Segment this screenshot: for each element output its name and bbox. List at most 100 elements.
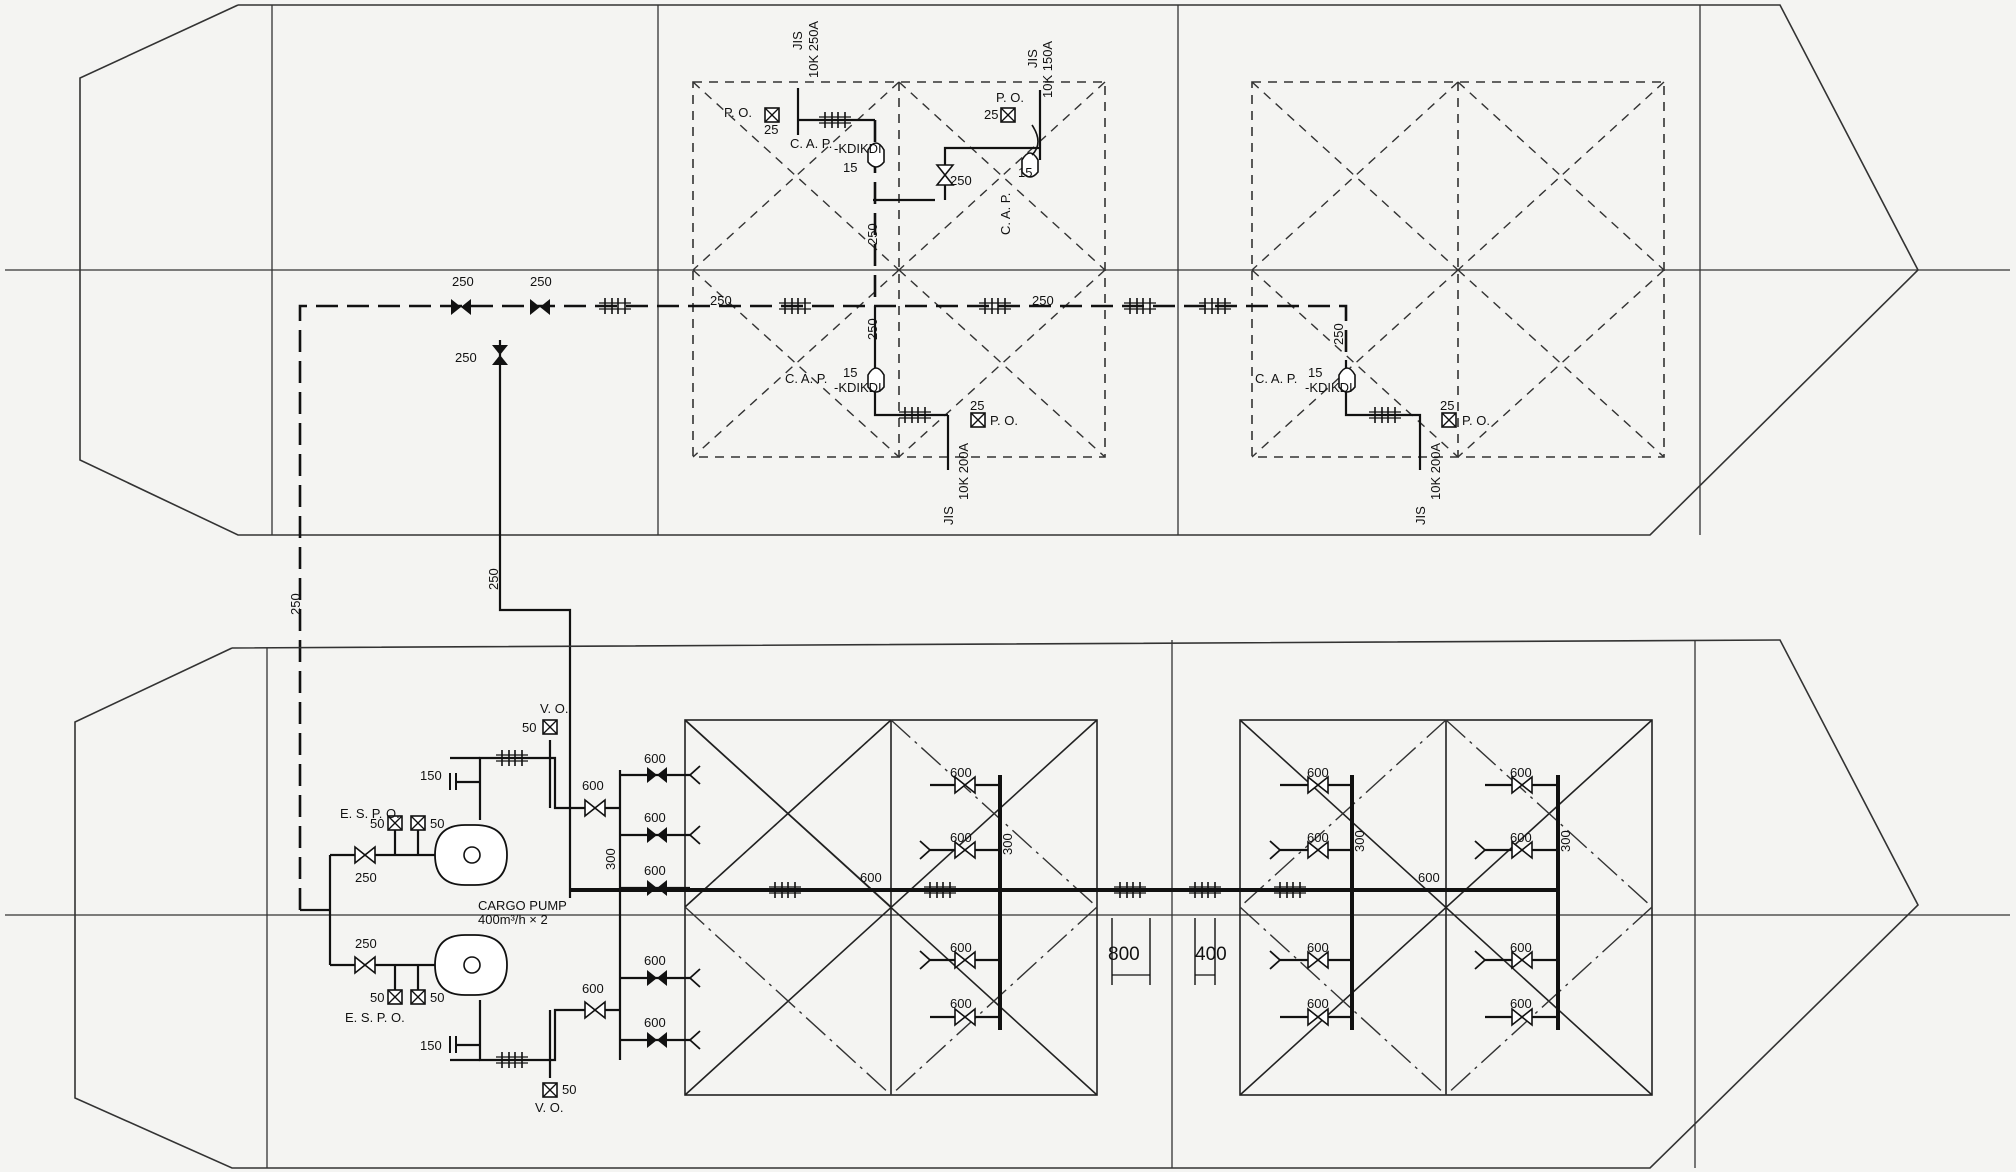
size-label: 50 xyxy=(430,816,444,831)
size-label: 15 xyxy=(843,365,857,380)
size-label: 600 xyxy=(860,870,882,885)
size-label: 50 xyxy=(430,990,444,1005)
blind-flange-150 xyxy=(449,1036,480,1053)
size-label: 50 xyxy=(522,720,536,735)
po-label: P. O. xyxy=(996,90,1024,105)
size-label: 600 xyxy=(582,981,604,996)
po-box xyxy=(970,412,986,428)
size-label: 300 xyxy=(1352,830,1367,852)
size-label: 250 xyxy=(486,568,501,590)
suction-bellmouth xyxy=(689,968,701,988)
size-label: 250 xyxy=(1032,293,1054,308)
suction-bellmouth xyxy=(689,825,701,845)
valve-branch xyxy=(647,767,667,783)
valve-upper-1 xyxy=(451,299,471,315)
jis-spec: 10K 250A xyxy=(806,21,821,78)
suction-bellmouth xyxy=(1269,840,1281,860)
valve-upper-2 xyxy=(530,299,550,315)
suction-bellmouth xyxy=(1269,950,1281,970)
size-label: 600 xyxy=(1510,765,1532,780)
cap-label: C. A. P. xyxy=(998,193,1013,235)
lower-hull xyxy=(5,639,2010,1169)
cargo-pump-2 xyxy=(434,934,508,996)
cap-label: C. A. P. xyxy=(790,136,832,151)
po-box xyxy=(1000,107,1016,123)
valve-hold-2 xyxy=(1307,1008,1329,1026)
size-label: 250 xyxy=(355,870,377,885)
size-label: 600 xyxy=(950,940,972,955)
cap-symbol: -KDIKDI xyxy=(1305,380,1353,395)
jis-label: JIS xyxy=(941,506,956,525)
suction-bellmouth xyxy=(1474,840,1486,860)
suction-bellmouth xyxy=(689,765,701,785)
size-label: 600 xyxy=(1307,996,1329,1011)
suction-bellmouth xyxy=(1474,950,1486,970)
valve-discharge-2 xyxy=(584,1001,606,1019)
size-label: 15 xyxy=(1018,165,1032,180)
upper-hatch-2 xyxy=(1251,81,1665,458)
cap-vent-4 xyxy=(1021,124,1039,178)
size-label: 600 xyxy=(1307,940,1329,955)
valve-pump-suction-2 xyxy=(354,956,376,974)
size-label: 150 xyxy=(420,768,442,783)
size-label: 300 xyxy=(603,848,618,870)
po-box xyxy=(410,815,426,831)
size-label: 250 xyxy=(355,936,377,951)
size-label: 600 xyxy=(1307,765,1329,780)
po-label: P. O. xyxy=(990,413,1018,428)
cap-symbol: -KDIKDI xyxy=(834,380,882,395)
size-label: 600 xyxy=(950,765,972,780)
size-label: 600 xyxy=(582,778,604,793)
suction-bellmouth xyxy=(919,840,931,860)
lower-hatch-1 xyxy=(684,719,1098,1096)
size-label: 250 xyxy=(865,318,880,340)
size-label: 600 xyxy=(644,751,666,766)
vo-label: V. O. xyxy=(540,701,568,716)
size-label: 600 xyxy=(1510,940,1532,955)
valve-upper-3 xyxy=(492,345,508,365)
valve-branch xyxy=(647,827,667,843)
size-label: 600 xyxy=(1418,870,1440,885)
size-label: 600 xyxy=(1307,830,1329,845)
cap-label: C. A. P. xyxy=(1255,371,1297,386)
size-label: 600 xyxy=(950,830,972,845)
size-label: 150 xyxy=(420,1038,442,1053)
valve-hold-2 xyxy=(1511,1008,1533,1026)
jis-spec: 10K 200A xyxy=(1428,443,1443,500)
gap-dimension: 800 xyxy=(1108,944,1140,965)
jis-spec: 10K 150A xyxy=(1040,41,1055,98)
size-label: 250 xyxy=(950,173,972,188)
size-label: 25 xyxy=(970,398,984,413)
valve-discharge-1 xyxy=(584,799,606,817)
gap-dimension: 400 xyxy=(1195,944,1227,965)
cargo-pump-1 xyxy=(434,824,508,886)
jis-label: JIS xyxy=(1025,49,1040,68)
suction-bellmouth xyxy=(919,950,931,970)
size-label: 25 xyxy=(984,107,998,122)
upper-hatch-1 xyxy=(692,81,1106,458)
valve-branch xyxy=(647,880,667,896)
size-label: 50 xyxy=(562,1082,576,1097)
size-label: 25 xyxy=(764,122,778,137)
size-label: 600 xyxy=(644,863,666,878)
suction-bellmouth xyxy=(689,1030,701,1050)
size-label: 300 xyxy=(1000,833,1015,855)
coupling-gap-800 xyxy=(1111,918,1151,985)
valve-branch xyxy=(647,970,667,986)
jis-label: JIS xyxy=(790,31,805,50)
size-label: 250 xyxy=(1331,323,1346,345)
size-label: 600 xyxy=(644,953,666,968)
cap-vent-1 xyxy=(867,142,885,168)
vo-box xyxy=(542,719,558,735)
es-box xyxy=(387,989,403,1005)
size-label: 15 xyxy=(1308,365,1322,380)
upper-hull xyxy=(5,4,2010,536)
size-label: 250 xyxy=(865,223,880,245)
cargo-pump-label: CARGO PUMP xyxy=(478,898,567,913)
cargo-pump-capacity: 400m³/h × 2 xyxy=(478,912,548,927)
size-label: 50 xyxy=(370,816,384,831)
cap-vent-3 xyxy=(1338,367,1356,393)
size-label: 600 xyxy=(1510,830,1532,845)
size-label: 50 xyxy=(370,990,384,1005)
